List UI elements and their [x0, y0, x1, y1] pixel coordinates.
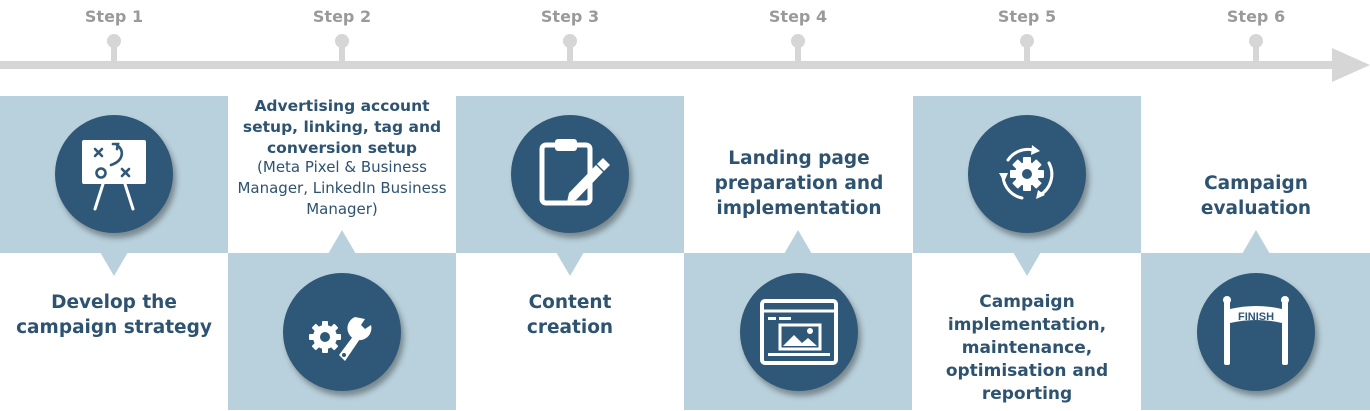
step-1-icon-circle — [55, 115, 173, 233]
step-2-title: Advertising account setup, linking, tag … — [242, 97, 442, 157]
timeline-tick — [567, 40, 573, 62]
step-6-title: Campaign evaluation — [1200, 173, 1312, 219]
step-3-label: Step 3 — [540, 7, 600, 26]
finish-banner-text: FINISH — [1238, 311, 1274, 323]
step-3-icon-circle — [511, 115, 629, 233]
timeline-marker — [335, 34, 349, 48]
timeline-arrowhead — [1332, 48, 1370, 82]
step-5-label: Step 5 — [997, 7, 1057, 26]
step-6-top-panel — [1141, 96, 1370, 253]
timeline-tick — [795, 40, 801, 62]
gear-cycle-icon — [999, 145, 1054, 200]
timeline-marker — [1249, 34, 1263, 48]
step-1-bottom-panel — [0, 253, 228, 410]
step-1-pointer — [100, 252, 128, 276]
timeline-tick — [339, 40, 345, 62]
timeline-line — [0, 61, 1336, 69]
timeline-marker — [791, 34, 805, 48]
timeline-marker — [107, 34, 121, 48]
step-4-top-panel — [684, 96, 912, 253]
step-4-pointer — [784, 230, 812, 254]
timeline-marker — [1020, 34, 1034, 48]
step-4-label: Step 4 — [768, 7, 828, 26]
step-2-pointer — [328, 230, 356, 254]
timeline-marker — [563, 34, 577, 48]
step-1-label: Step 1 — [84, 7, 144, 26]
step-3-title: Content creation — [526, 292, 614, 338]
step-2-detail: (Meta Pixel & Business Manager, LinkedIn… — [237, 158, 447, 218]
step-3-pointer — [556, 252, 584, 276]
timeline-tick — [111, 40, 117, 62]
step-6-label: Step 6 — [1226, 7, 1286, 26]
finish-banner-icon: FINISH — [1223, 296, 1289, 365]
step-6-pointer — [1242, 230, 1270, 254]
step-2-icon-circle — [283, 273, 401, 391]
step-1-title: Develop the campaign strategy — [16, 292, 212, 338]
step-6-icon-circle: FINISH — [1197, 273, 1315, 391]
step-2-top-panel — [228, 96, 456, 253]
webpage-icon — [760, 299, 838, 365]
clipboard-pencil-icon — [539, 139, 610, 206]
step-4-title: Landing page preparation and implementat… — [714, 148, 884, 219]
step-5-pointer — [1013, 252, 1041, 276]
gear-wrench-icon — [309, 317, 372, 361]
step-3-bottom-panel — [456, 253, 684, 410]
step-4-icon-circle — [740, 273, 858, 391]
timeline-tick — [1024, 40, 1030, 62]
strategy-board-icon — [82, 140, 146, 211]
step-5-icon-circle — [968, 115, 1086, 233]
step-2-label: Step 2 — [312, 7, 372, 26]
timeline-tick — [1253, 40, 1259, 62]
step-5-bottom-panel — [913, 253, 1141, 410]
step-5-title: Campaign implementation, maintenance, op… — [945, 292, 1109, 404]
